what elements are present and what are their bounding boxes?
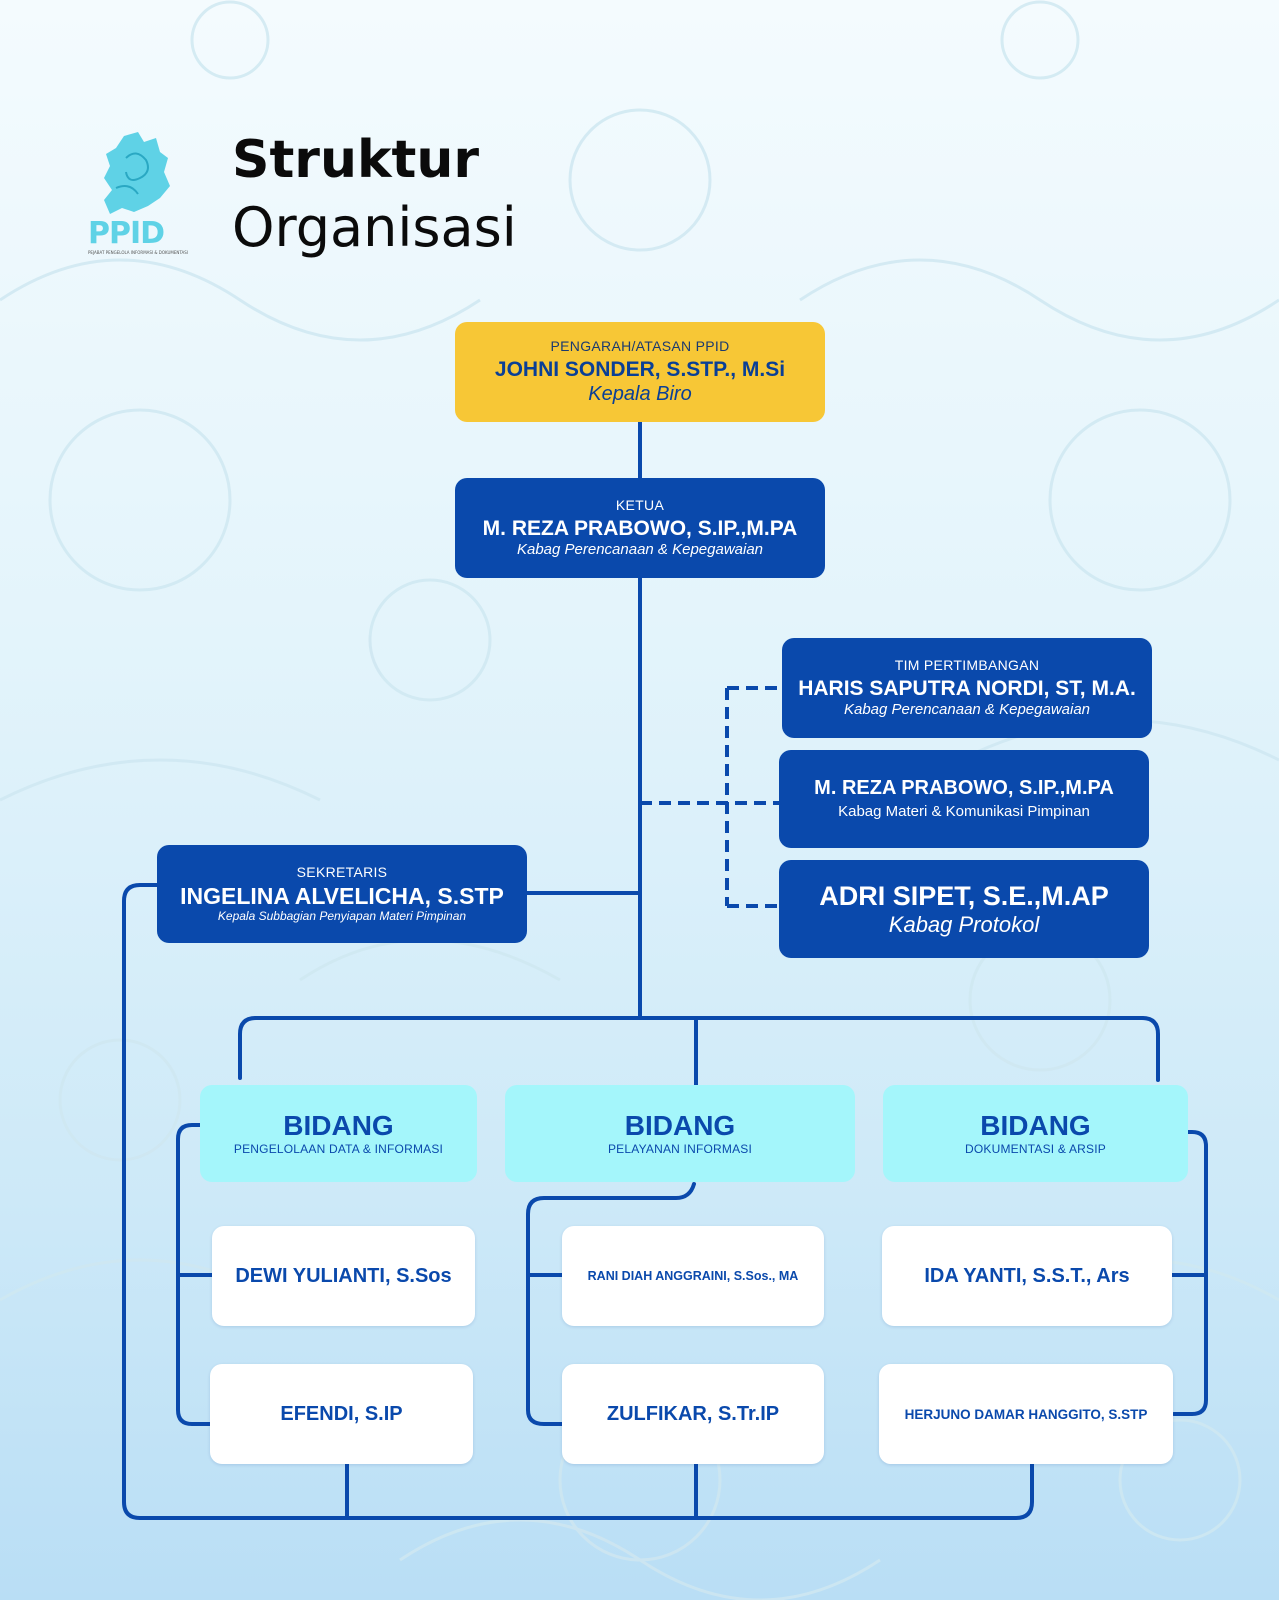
tim-pertimbangan-role: TIM PERTIMBANGAN (894, 657, 1040, 674)
bidang-1-subtitle: PENGELOLAAN DATA & INFORMASI (233, 1142, 444, 1157)
bidang-1-member-1: DEWI YULIANTI, S.Sos (212, 1226, 475, 1326)
sekretaris-card: SEKRETARIS INGELINA ALVELICHA, S.STP Kep… (157, 845, 527, 943)
page-title-line2: Organisasi (232, 196, 517, 259)
ketua-position: Kabag Perencanaan & Kepegawaian (516, 540, 764, 558)
tim-member-1-name: HARIS SAPUTRA NORDI, ST, M.A. (798, 677, 1136, 701)
pengarah-position: Kepala Biro (588, 382, 692, 405)
page-title-line1: Struktur (232, 130, 480, 190)
pengarah-name: JOHNI SONDER, S.STP., M.Si (494, 358, 786, 382)
ketua-card: KETUA M. REZA PRABOWO, S.IP.,M.PA Kabag … (455, 478, 825, 578)
bidang-1-member-2-name: EFENDI, S.IP (280, 1402, 403, 1425)
bidang-3-member-2-name: HERJUNO DAMAR HANGGITO, S.STP (904, 1406, 1148, 1422)
tim-pertimbangan-card-3: ADRI SIPET, S.E.,M.AP Kabag Protokol (779, 860, 1149, 958)
bidang-2-title: BIDANG (624, 1109, 736, 1141)
tim-member-2-name: M. REZA PRABOWO, S.IP.,M.PA (814, 777, 1114, 799)
tim-pertimbangan-card-2: M. REZA PRABOWO, S.IP.,M.PA Kabag Materi… (779, 750, 1149, 848)
ketua-name: M. REZA PRABOWO, S.IP.,M.PA (482, 517, 798, 541)
bidang-1-title: BIDANG (283, 1109, 394, 1141)
bidang-1-member-2: EFENDI, S.IP (210, 1364, 473, 1464)
tim-member-3-position: Kabag Protokol (888, 911, 1040, 937)
pengarah-role: PENGARAH/ATASAN PPID (550, 338, 730, 355)
bidang-1-member-1-name: DEWI YULIANTI, S.Sos (235, 1264, 452, 1287)
sekretaris-loop (122, 883, 1034, 1520)
tim-pertimbangan-card-1: TIM PERTIMBANGAN HARIS SAPUTRA NORDI, ST… (782, 638, 1152, 738)
bidang-3-member-1: IDA YANTI, S.S.T., Ars (882, 1226, 1172, 1326)
bidang-2-member-2: ZULFIKAR, S.Tr.IP (562, 1364, 824, 1464)
logo-caption: PEJABAT PENGELOLA INFORMASI & DOKUMENTAS… (88, 250, 188, 255)
tim-member-3-name: ADRI SIPET, S.E.,M.AP (819, 880, 1109, 911)
bidang-2-member-2-name: ZULFIKAR, S.Tr.IP (606, 1402, 780, 1425)
bidang-3-member-1-name: IDA YANTI, S.S.T., Ars (924, 1264, 1130, 1287)
bidang-3-header: BIDANG DOKUMENTASI & ARSIP (883, 1085, 1188, 1182)
sekretaris-name: INGELINA ALVELICHA, S.STP (180, 883, 504, 910)
ketua-role: KETUA (615, 497, 665, 514)
bidang-3-title: BIDANG (980, 1109, 1091, 1141)
tim-member-1-position: Kabag Perencanaan & Kepegawaian (843, 700, 1091, 718)
pengarah-card: PENGARAH/ATASAN PPID JOHNI SONDER, S.STP… (455, 322, 825, 422)
bidang2-bracket (526, 1182, 696, 1426)
logo-wordmark: PPID (88, 216, 165, 251)
bidang-1-header: BIDANG PENGELOLAAN DATA & INFORMASI (200, 1085, 477, 1182)
ppid-logo-map-icon (104, 132, 170, 214)
sekretaris-role: SEKRETARIS (296, 864, 388, 881)
bidang-2-subtitle: PELAYANAN INFORMASI (607, 1142, 753, 1157)
bidang-3-subtitle: DOKUMENTASI & ARSIP (965, 1142, 1106, 1157)
bidang-2-member-1-name: RANI DIAH ANGGRAINI, S.Sos., MA (587, 1269, 799, 1283)
tim-member-2-position: Kabag Materi & Komunikasi Pimpinan (838, 803, 1090, 820)
bidang-2-header: BIDANG PELAYANAN INFORMASI (505, 1085, 855, 1182)
sekretaris-position: Kepala Subbagian Penyiapan Materi Pimpin… (217, 909, 467, 924)
bidang-3-member-2: HERJUNO DAMAR HANGGITO, S.STP (879, 1364, 1173, 1464)
bidang-2-member-1: RANI DIAH ANGGRAINI, S.Sos., MA (562, 1226, 824, 1326)
bidang-bus (238, 1016, 1160, 1082)
